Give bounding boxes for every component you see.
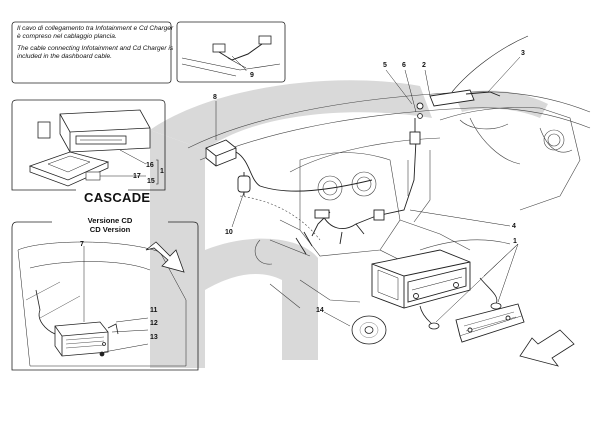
- callout-9: 9: [250, 72, 254, 79]
- leader-lines: [215, 55, 521, 327]
- callout-15: 15: [147, 178, 155, 185]
- callout-1-main: 1: [513, 238, 517, 245]
- note-text: Il cavo di collegamento tra Infotainment…: [17, 25, 175, 65]
- infotainment-unit: [371, 249, 471, 309]
- callout-16: 16: [146, 162, 154, 169]
- connector-cables: [419, 277, 502, 330]
- note-italian: Il cavo di collegamento tra Infotainment…: [17, 25, 174, 40]
- direction-arrow-lower: [519, 329, 575, 367]
- note-box: [11, 21, 172, 84]
- callout-6: 6: [402, 62, 406, 69]
- callout-4: 4: [512, 223, 516, 230]
- callout-7: 7: [80, 241, 84, 248]
- cd-disc: [351, 315, 387, 345]
- version-italian: Versione CD: [87, 216, 133, 225]
- cable-inset-box: [176, 21, 286, 83]
- callout-11: 11: [150, 307, 158, 314]
- callout-12: 12: [150, 320, 158, 327]
- callout-13: 13: [150, 334, 158, 341]
- callout-3: 3: [521, 50, 525, 57]
- watermark-swoosh: [150, 80, 548, 368]
- cascade-inset-box: [11, 99, 166, 191]
- antenna-module: [416, 35, 529, 119]
- control-panel: [455, 303, 525, 343]
- cascade-label: CASCADE: [84, 190, 151, 205]
- callout-17: 17: [133, 173, 141, 180]
- callout-5: 5: [383, 62, 387, 69]
- antenna-amplifier: [205, 139, 373, 196]
- cable-harness: [295, 118, 421, 255]
- direction-arrow-upper: [145, 241, 185, 273]
- note-english: The cable connecting Infotainment and Cd…: [17, 45, 174, 60]
- cd-version-label: Versione CD CD Version: [55, 216, 165, 234]
- callout-14: 14: [316, 307, 324, 314]
- version-english: CD Version: [89, 224, 131, 234]
- callout-2: 2: [422, 62, 426, 69]
- callout-8: 8: [213, 94, 217, 101]
- callout-1-cascade: 1: [160, 168, 164, 175]
- callout-10: 10: [225, 229, 233, 236]
- cd-version-inset-box: [11, 221, 199, 371]
